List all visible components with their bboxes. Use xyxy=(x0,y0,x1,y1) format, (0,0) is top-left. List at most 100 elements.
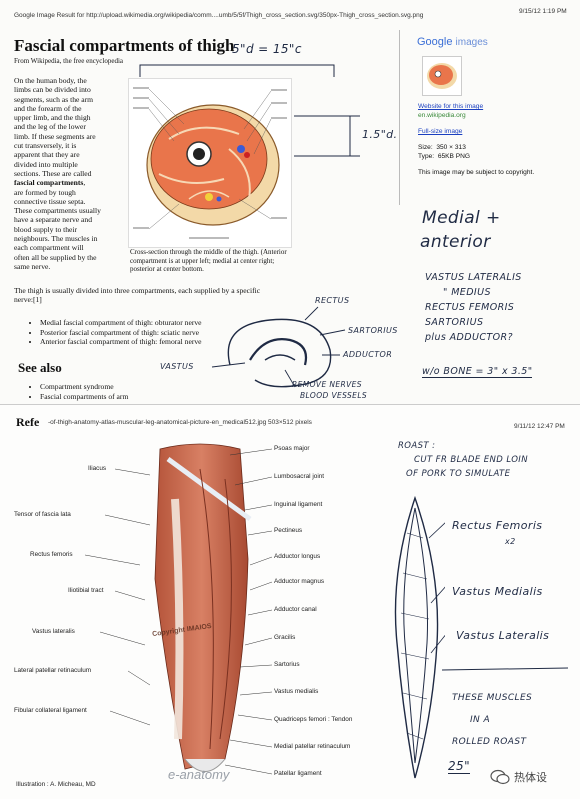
label-vastus-medialis: Vastus medialis xyxy=(274,688,319,695)
see-also-link[interactable]: Compartment syndrome xyxy=(40,382,240,392)
image-type: Type: 65KB PNG xyxy=(418,153,471,160)
label-psoas-major: Psoas major xyxy=(274,445,310,452)
roast-line: OF PORK TO SIMULATE xyxy=(406,469,511,479)
intro-text: On the human body, the limbs can be divi… xyxy=(14,76,132,271)
leader-lines xyxy=(84,448,273,775)
intro-line: On the human body, the xyxy=(14,76,87,85)
label-vastus-lateralis: Vastus lateralis xyxy=(32,628,75,635)
cross-section-image xyxy=(128,78,292,248)
sketch-label-adductor: ADDUCTOR xyxy=(343,350,393,359)
label-inguinal-ligament: Inguinal ligament xyxy=(274,501,323,508)
website-link[interactable]: Website for this image xyxy=(418,103,484,110)
sketch-label-vastus: VASTUS xyxy=(160,362,194,371)
compartment-list: Medial fascial compartment of thigh: obt… xyxy=(26,318,300,347)
label-patellar-ligament: Patellar ligament xyxy=(274,770,322,777)
handwritten-anterior: anterior xyxy=(420,232,491,252)
intro-line: same nerve. xyxy=(14,261,51,271)
intro-line: connective tissue septa. xyxy=(14,196,86,206)
label-adductor-longus: Adductor longus xyxy=(274,553,321,560)
chat-bubble-icon xyxy=(490,769,510,785)
muscle-list-item: SARTORIUS xyxy=(425,317,484,328)
handwritten-rectus: Rectus Femoris xyxy=(452,519,543,532)
intro-line: neighbours. The muscles in xyxy=(14,234,98,244)
intro-line: and the leg of the lower xyxy=(14,122,86,132)
intro-line: are formed by tough xyxy=(14,187,76,197)
thigh-sketch xyxy=(211,306,346,388)
handwritten-dimension-top: 5"d = 15"c xyxy=(232,42,302,56)
intro-line: each compartment will xyxy=(14,243,84,253)
list-item: Posterior fascial compartment of thigh: … xyxy=(40,328,300,338)
intro-line: apparent that they are xyxy=(14,150,80,160)
intro-line: cut transversely, it is xyxy=(14,141,77,151)
intro-line: segments, such as the arm xyxy=(14,94,94,104)
label-iliacus: Iliacus xyxy=(88,465,107,472)
handwritten-dimension-side: 1.5"d. xyxy=(362,128,398,141)
thigh-muscle-illustration xyxy=(154,443,252,772)
see-also-link[interactable]: Fascial compartments of arm xyxy=(40,392,240,402)
handwritten-bone-note: w/o BONE = 3" x 3.5" xyxy=(422,366,533,378)
website-domain: en.wikipedia.org xyxy=(418,112,466,119)
intro-line: sections. These are called xyxy=(14,168,92,178)
dimension-bracket xyxy=(139,64,335,77)
roast-line: CUT FR BLADE END LOIN xyxy=(414,455,528,465)
handwritten-medial: Medial + xyxy=(422,208,501,228)
image-info-sidebar: Google images Website for this image en.… xyxy=(399,30,570,205)
copyright-note: This image may be subject to copyright. xyxy=(418,169,535,176)
list-item: Medial fascial compartment of thigh: obt… xyxy=(40,318,300,328)
label-fibular-collateral-ligament: Fibular collateral ligament xyxy=(14,707,87,714)
caption-line: compartment is at upper left; medial at … xyxy=(130,256,275,265)
muscle-list-item: plus ADDUCTOR? xyxy=(425,332,513,343)
label-adductor-magnus: Adductor magnus xyxy=(274,578,325,585)
logo-images: images xyxy=(455,37,488,48)
handwritten-vastus-medialis: Vastus Medialis xyxy=(452,585,543,598)
page-header-date: 9/15/12 1:19 PM xyxy=(519,8,567,15)
paragraph-line: The thigh is usually divided into three … xyxy=(14,286,261,295)
label-pectineus: Pectineus xyxy=(274,527,303,534)
sketch-label-remove: REMOVE NERVES xyxy=(292,380,362,389)
sketch-label-blood: BLOOD VESSELS xyxy=(300,391,368,400)
label-iliotibial-tract: Iliotibial tract xyxy=(68,587,104,594)
handwritten-length: 25" xyxy=(448,759,470,774)
handwritten-muscle-list: VASTUS LATERALIS " MEDIUS RECTUS FEMORIS… xyxy=(425,270,522,345)
intro-line: limb. If these segments are xyxy=(14,131,96,141)
label-gracilis: Gracilis xyxy=(274,634,296,641)
wechat-badge: 热体设 xyxy=(490,767,576,787)
intro-line: blood supply to their xyxy=(14,224,78,234)
caption-line: Cross-section through the middle of the … xyxy=(130,248,287,256)
handwritten-vastus-lateralis: Vastus Lateralis xyxy=(456,629,550,642)
paragraph-2: The thigh is usually divided into three … xyxy=(14,286,334,305)
caption-line: posterior at center bottom. xyxy=(130,265,204,274)
bottom-header-left: Refe xyxy=(16,415,40,429)
full-size-link[interactable]: Full-size image xyxy=(418,128,463,135)
bottom-header-url: -of-thigh-anatomy-atlas-muscular-leg-ana… xyxy=(48,419,312,426)
roast-line: ROAST : xyxy=(398,441,436,451)
label-medial-patellar-retinaculum: Medial patellar retinaculum xyxy=(274,743,351,750)
thumbnail-image[interactable] xyxy=(422,56,462,96)
top-page: Google Image Result for http://upload.wi… xyxy=(0,0,580,404)
muscle-list-item: " MEDIUS xyxy=(443,287,491,298)
divider-stroke xyxy=(441,667,569,671)
bold-term: fascial compartments xyxy=(14,178,84,188)
label-rectus-femoris: Rectus femoris xyxy=(30,551,73,558)
these-line: THESE MUSCLES xyxy=(452,693,533,703)
handwritten-roast-note: ROAST : CUT FR BLADE END LOIN OF PORK TO… xyxy=(398,439,528,481)
label-lumbosacral-joint: Lumbosacral joint xyxy=(274,473,325,480)
label-sartorius: Sartorius xyxy=(274,661,300,668)
intro-line: have a separate nerve and xyxy=(14,215,92,225)
sketch-label-sartorius: SARTORIUS xyxy=(348,326,398,335)
e-anatomy-watermark: e-anatomy xyxy=(168,767,230,782)
logo-google: Google xyxy=(417,36,453,48)
muscle-list-item: VASTUS LATERALIS xyxy=(425,272,522,283)
page-title: Fascial compartments of thigh xyxy=(14,36,235,55)
intro-line: divided into multiple xyxy=(14,159,78,169)
see-also-list: Compartment syndrome Fascial compartment… xyxy=(26,382,240,401)
label-adductor-canal: Adductor canal xyxy=(274,606,317,613)
page-subtitle: From Wikipedia, the free encyclopedia xyxy=(14,57,124,65)
intro-line: and the forearm of the xyxy=(14,103,82,113)
muscle-list-item: RECTUS FEMORIS xyxy=(425,302,515,313)
intro-line: upper limb, and the thigh xyxy=(14,113,91,123)
intro-line: limbs can be divided into xyxy=(14,85,91,95)
label-quadriceps-tendon: Quadriceps femori : Tendon xyxy=(274,716,353,723)
these-line: ROLLED ROAST xyxy=(452,737,527,747)
google-images-logo[interactable]: Google images xyxy=(417,36,488,48)
